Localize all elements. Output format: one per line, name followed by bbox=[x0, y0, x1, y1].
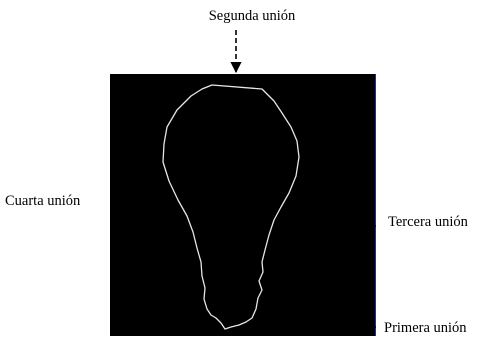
label-fourth-joint: Cuarta unión bbox=[5, 193, 81, 209]
label-second-joint: Segunda unión bbox=[209, 8, 296, 24]
segmented-image bbox=[110, 74, 376, 336]
label-first-joint: Primera unión bbox=[384, 320, 467, 336]
label-third-joint: Tercera unión bbox=[388, 214, 469, 230]
